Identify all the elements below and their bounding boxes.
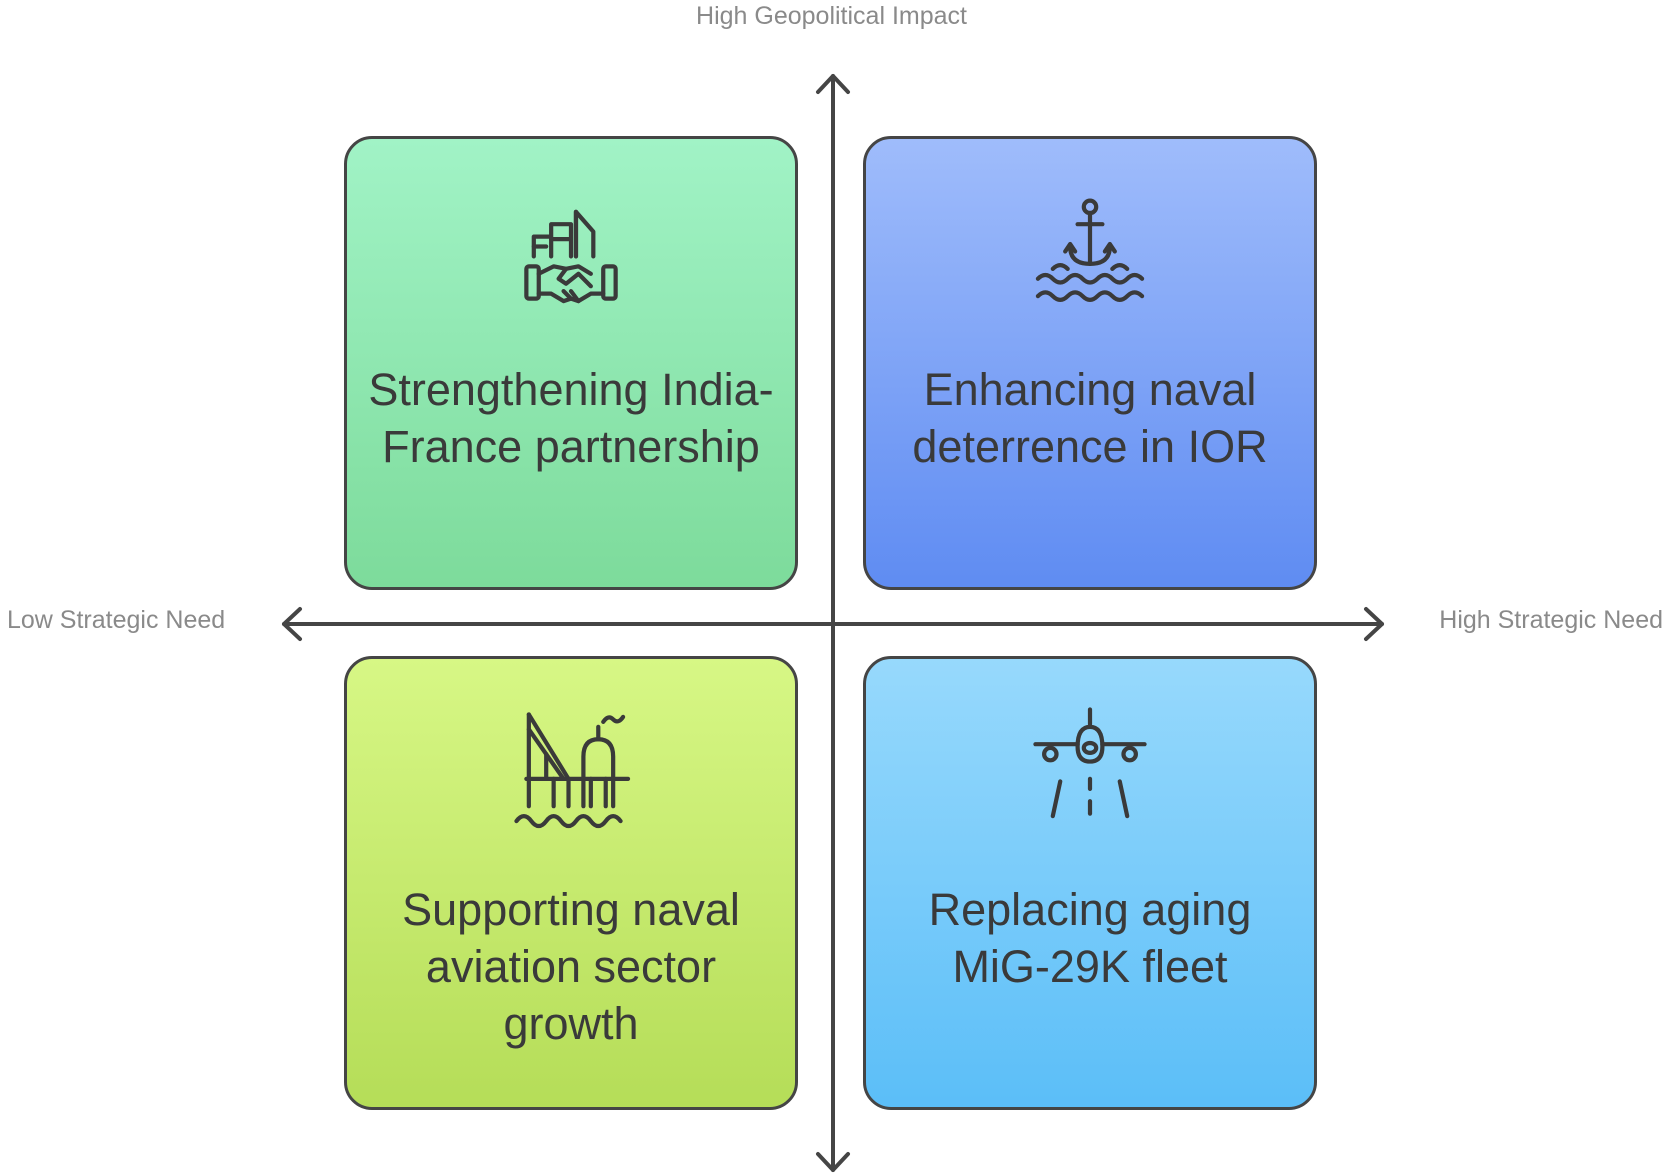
- horizontal-axis-arrowhead-right: [1364, 607, 1384, 641]
- handshake-buildings-icon: [347, 189, 795, 309]
- quadrant-bottom-left: Supporting naval aviation sector growth: [344, 656, 798, 1110]
- quadrant-text: Supporting naval aviation sector growth: [402, 884, 740, 1049]
- quadrant-text: Enhancing naval deterrence in IOR: [912, 364, 1268, 472]
- airplane-runway-icon: [866, 707, 1314, 829]
- quadrant-top-right: Enhancing naval deterrence in IOR: [863, 136, 1317, 590]
- vertical-axis-arrowhead-bottom: [816, 1152, 850, 1172]
- quadrant-text: Strengthening India-France partnership: [368, 364, 774, 472]
- anchor-waves-icon: [866, 189, 1314, 309]
- x-axis-left-label: Low Strategic Need: [7, 606, 226, 634]
- vertical-axis-arrowhead-top: [816, 74, 850, 94]
- horizontal-axis-arrowhead-left: [282, 607, 302, 641]
- offshore-platform-icon: [347, 709, 795, 829]
- quadrant-bottom-right: Replacing aging MiG-29K fleet: [863, 656, 1317, 1110]
- quadrant-text: Replacing aging MiG-29K fleet: [928, 884, 1252, 992]
- quadrant-top-left: Strengthening India-France partnership: [344, 136, 798, 590]
- y-axis-top-label: High Geopolitical Impact: [696, 2, 967, 30]
- x-axis-right-label: High Strategic Need: [1439, 606, 1663, 634]
